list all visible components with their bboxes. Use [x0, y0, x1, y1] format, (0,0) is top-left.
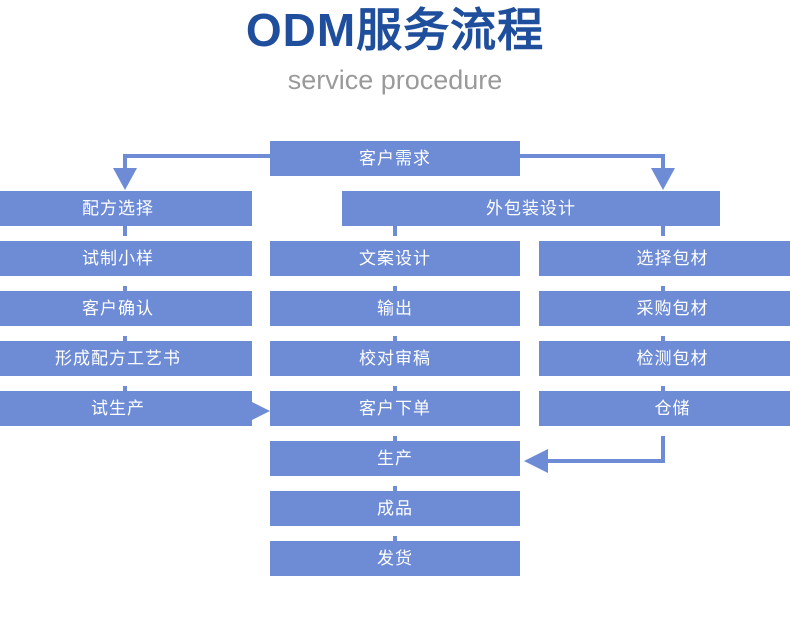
arrowhead-left-warehouse — [524, 449, 548, 473]
node-formula-selection[interactable]: 配方选择 — [0, 191, 252, 226]
page-header: ODM服务流程 service procedure — [0, 0, 790, 120]
node-outer-package-design[interactable]: 外包装设计 — [342, 191, 720, 226]
node-copy-design[interactable]: 文案设计 — [270, 241, 520, 276]
node-customer-order[interactable]: 客户下单 — [270, 391, 520, 426]
node-formula-process-doc[interactable]: 形成配方工艺书 — [0, 341, 252, 376]
page-subtitle: service procedure — [287, 65, 503, 95]
node-shipment[interactable]: 发货 — [270, 541, 520, 576]
arrowhead-down-right — [651, 168, 675, 190]
arrowhead-down-left — [113, 168, 137, 190]
node-packaging-inspect[interactable]: 检测包材 — [539, 341, 790, 376]
node-customer-confirm[interactable]: 客户确认 — [0, 291, 252, 326]
node-packaging-select[interactable]: 选择包材 — [539, 241, 790, 276]
edge-demand-to-right — [520, 154, 665, 172]
page-title: ODM服务流程 — [245, 4, 545, 56]
node-output[interactable]: 输出 — [270, 291, 520, 326]
node-trial-sample[interactable]: 试制小样 — [0, 241, 252, 276]
node-packaging-purchase[interactable]: 采购包材 — [539, 291, 790, 326]
node-finished-product[interactable]: 成品 — [270, 491, 520, 526]
edge-warehouse-to-production — [540, 436, 665, 463]
node-customer-demand[interactable]: 客户需求 — [270, 141, 520, 176]
node-production[interactable]: 生产 — [270, 441, 520, 476]
node-trial-production[interactable]: 试生产 — [0, 391, 252, 426]
node-proofreading[interactable]: 校对审稿 — [270, 341, 520, 376]
edge-demand-to-left — [123, 154, 270, 172]
node-warehousing[interactable]: 仓储 — [539, 391, 790, 426]
